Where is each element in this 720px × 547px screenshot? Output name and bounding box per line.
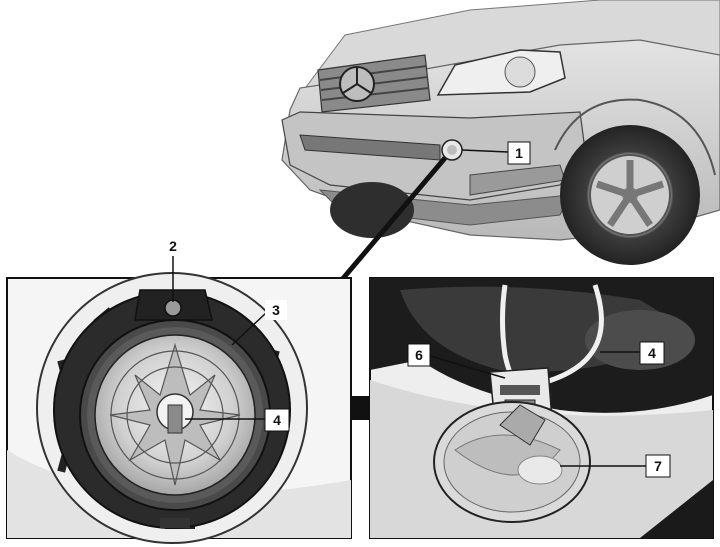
panel-fog-lamp-front	[6, 272, 352, 544]
callout-7-text: 7	[654, 458, 662, 474]
callout-leaders	[172, 252, 648, 467]
callout-1-text: 1	[515, 145, 523, 161]
lamp-bulb	[156, 393, 194, 434]
car-fog-lamp	[441, 139, 463, 161]
callout-2: 2	[162, 236, 184, 256]
car-front	[281, 0, 720, 265]
callout-6: 6	[407, 343, 431, 367]
removed-fog-lamp	[433, 401, 591, 523]
car-wheel-right	[560, 125, 700, 265]
callout-6-text: 6	[415, 347, 423, 363]
callout-1: 1	[507, 141, 531, 165]
callout-4-left: 4	[264, 408, 290, 432]
callout-4-left-text: 4	[273, 412, 281, 428]
callout-3-text: 3	[272, 302, 280, 318]
lamp-screw	[164, 299, 182, 317]
callout-7: 7	[645, 454, 671, 478]
detail-pointer-line	[338, 156, 447, 284]
callout-4-right-text: 4	[648, 345, 656, 361]
car-headlight	[436, 49, 566, 96]
car-wheel-left	[330, 182, 414, 238]
panel-fog-lamp-rear	[369, 277, 714, 539]
callout-2-text: 2	[169, 238, 177, 254]
callout-4-right: 4	[639, 341, 665, 365]
mercedes-star-icon	[339, 66, 375, 102]
callout-3: 3	[265, 300, 287, 320]
